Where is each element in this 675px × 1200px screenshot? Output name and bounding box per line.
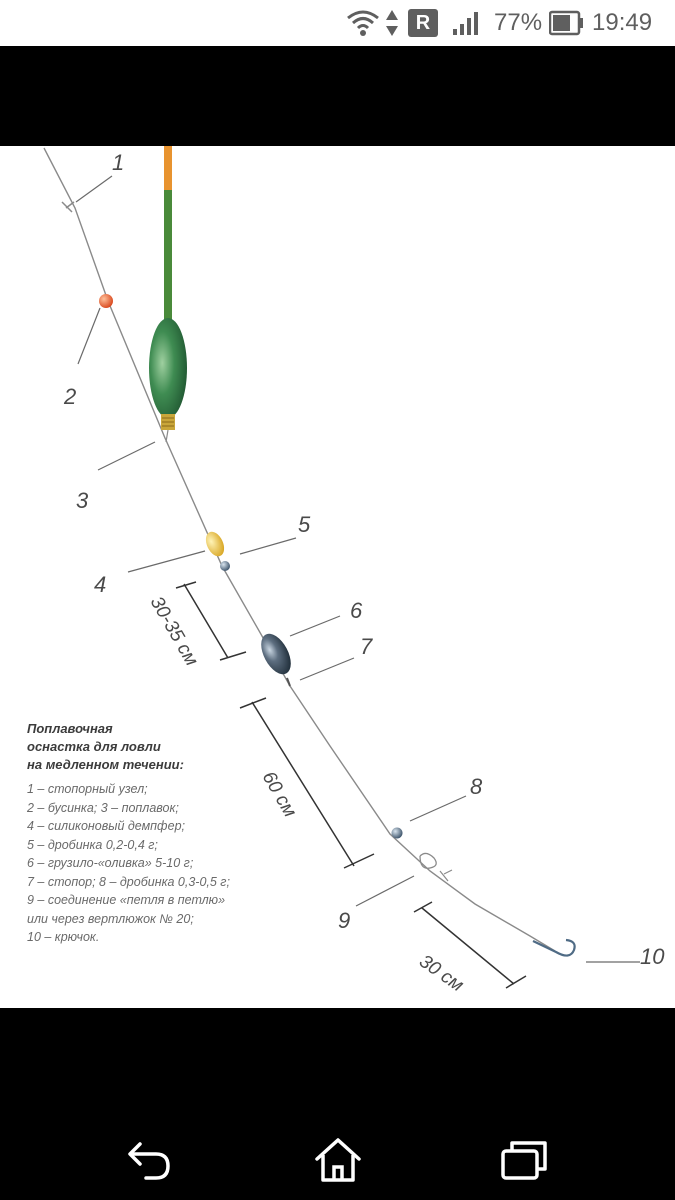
home-icon[interactable] xyxy=(308,1130,368,1190)
silicone-damper xyxy=(220,561,230,571)
callout-8: 8 xyxy=(470,774,483,799)
hook xyxy=(532,938,576,957)
legend-item: 6 – грузило-«оливка» 5-10 г; xyxy=(27,856,194,870)
legend-item: 5 – дробинка 0,2-0,4 г; xyxy=(27,837,158,852)
rig-drawing: 1 2 3 4 5 6 7 8 9 10 30-35 см 60 см 30 с… xyxy=(43,146,665,996)
legend-item: 7 – стопор; 8 – дробинка 0,3-0,5 г; xyxy=(27,874,230,889)
dimension-30-35 xyxy=(175,581,247,661)
float-antenna xyxy=(164,190,172,330)
roaming-icon: R xyxy=(408,0,438,46)
callout-1: 1 xyxy=(112,150,124,175)
callout-9: 9 xyxy=(338,908,350,933)
wifi-icon xyxy=(346,0,380,46)
top-black-band xyxy=(0,46,675,146)
callout-3: 3 xyxy=(76,488,89,513)
legend-item: 2 – бусинка; 3 – поплавок; xyxy=(27,800,179,815)
recents-icon[interactable] xyxy=(494,1130,554,1190)
dimension-label-30: 30 см xyxy=(415,951,467,996)
status-bar: R 77% 19:49 xyxy=(0,0,675,46)
legend-item: 10 – крючок. xyxy=(27,930,100,944)
callout-4: 4 xyxy=(94,572,106,597)
battery-percent: 77% xyxy=(494,9,543,36)
data-arrows-icon xyxy=(385,0,399,46)
dimension-30 xyxy=(413,901,527,989)
shot-8 xyxy=(391,827,403,839)
roaming-badge: R xyxy=(408,9,438,37)
float-body xyxy=(149,318,187,418)
legend-item: 1 – стопорный узел; xyxy=(27,782,148,796)
callout-10: 10 xyxy=(640,944,665,969)
olive-sinker xyxy=(261,633,291,675)
dimension-60 xyxy=(239,697,375,869)
battery-icon xyxy=(549,0,585,46)
legend-item: 9 – соединение «петля в петлю» xyxy=(27,893,226,907)
back-icon[interactable] xyxy=(120,1130,180,1190)
legend-item: или через вертлюжок № 20; xyxy=(27,911,194,926)
loop-connection xyxy=(419,852,437,869)
clock: 19:49 xyxy=(592,9,653,36)
bead xyxy=(99,294,113,308)
signal-icon xyxy=(452,0,482,46)
dimension-label-30-35: 30-35 см xyxy=(146,593,202,670)
legend: Поплавочная оснастка для ловли на медлен… xyxy=(27,720,347,947)
stopper-knot xyxy=(61,201,75,213)
fishing-rig-diagram[interactable]: 1 2 3 4 5 6 7 8 9 10 30-35 см 60 см 30 с… xyxy=(0,146,675,1008)
callout-6: 6 xyxy=(350,598,363,623)
legend-title: Поплавочная оснастка для ловли на медлен… xyxy=(27,721,184,772)
navigation-bar xyxy=(0,1008,675,1200)
callout-2: 2 xyxy=(63,384,76,409)
shot-small xyxy=(205,531,225,557)
legend-items: 1 – стопорный узел; 2 – бусинка; 3 – поп… xyxy=(27,780,347,947)
callout-5: 5 xyxy=(298,512,311,537)
float-antenna-tip xyxy=(164,146,172,190)
legend-item: 4 – силиконовый демпфер; xyxy=(27,819,186,833)
callout-7: 7 xyxy=(360,634,373,659)
